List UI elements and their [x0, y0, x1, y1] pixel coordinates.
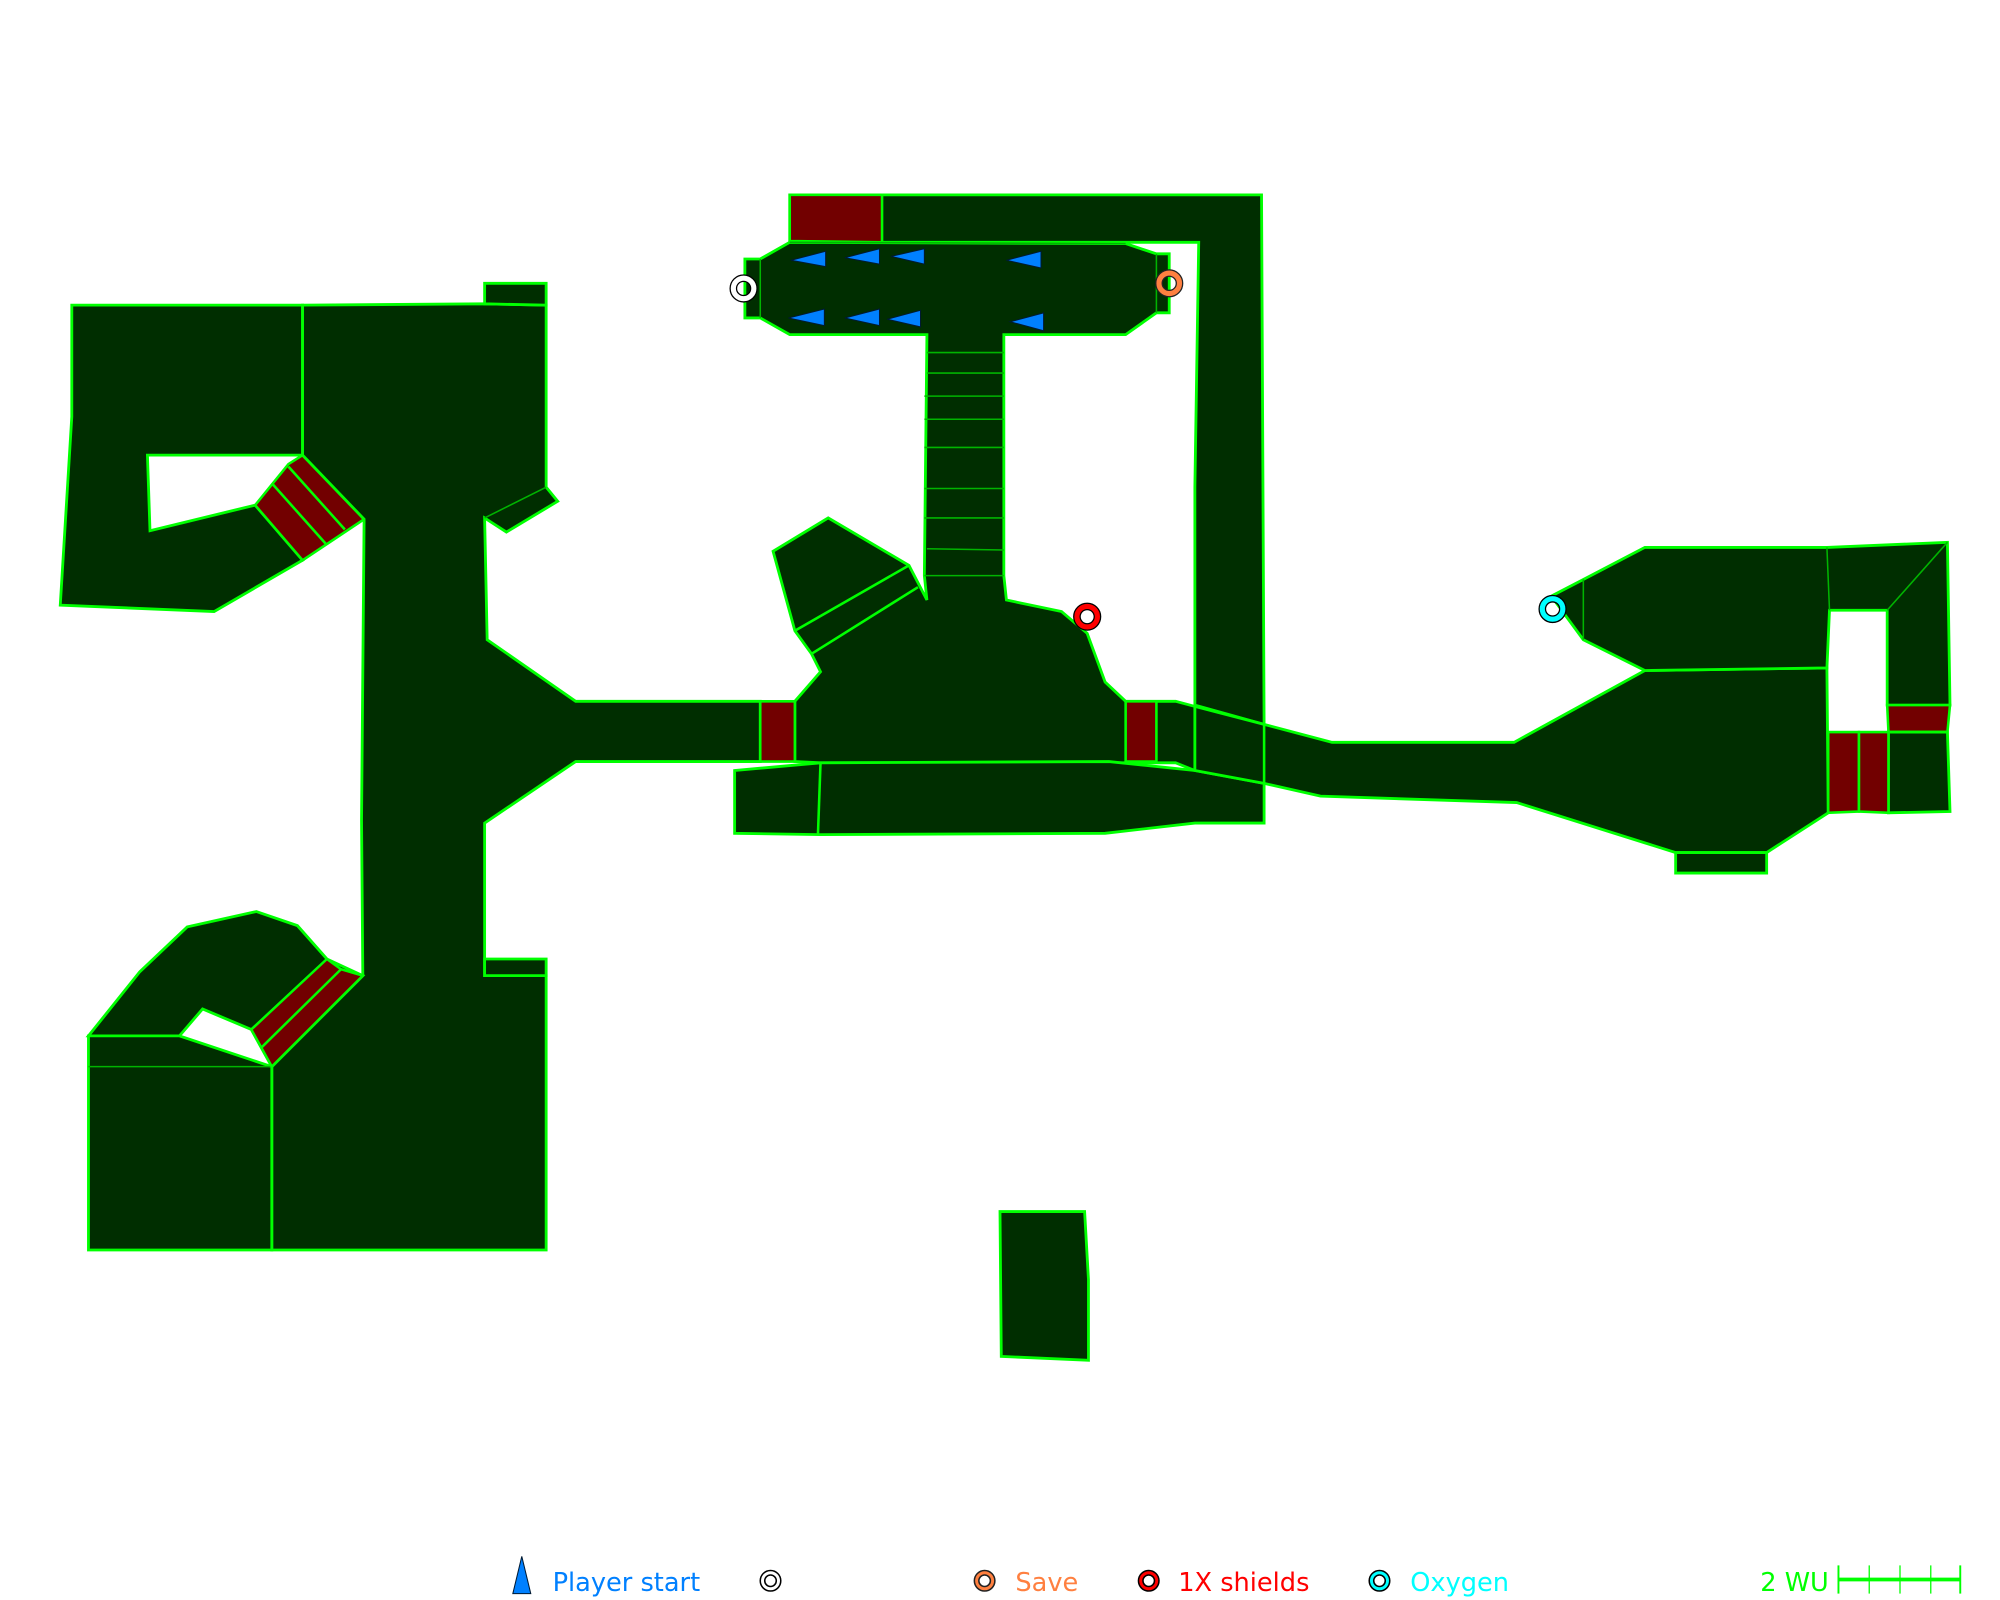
east-door — [1124, 700, 1158, 763]
player-start-icon — [1008, 312, 1045, 332]
central-complex — [733, 193, 1266, 1362]
scale-label: 2 WU — [1760, 1568, 1829, 1598]
south-tab — [483, 957, 548, 978]
left-complex — [58, 281, 762, 1252]
player-start-icon — [788, 308, 825, 327]
west-door — [758, 700, 797, 763]
north-tab — [483, 281, 548, 307]
player-start-icon — [890, 248, 925, 265]
west-hook-room — [58, 303, 305, 613]
east-box — [1887, 730, 1952, 815]
legend: Player start Save 1X shields Oxygen 2 WU — [512, 1556, 1962, 1598]
southwest-stripe-door — [249, 957, 366, 1069]
player-start-legend-icon — [512, 1556, 532, 1595]
central-column-room — [270, 302, 762, 1252]
east-bottom-tab — [1674, 851, 1769, 875]
east-corridor — [1193, 666, 1830, 854]
player-start-icon — [887, 309, 922, 328]
legend-save: Save — [1015, 1568, 1078, 1598]
lower-bar-room — [733, 760, 1266, 837]
east-door-top — [1885, 703, 1952, 734]
north-door — [788, 193, 884, 244]
stair-lines — [759, 241, 1158, 577]
east-door-b — [1857, 730, 1890, 815]
player-starts — [788, 248, 1045, 332]
player-start-icon — [844, 248, 880, 265]
east-door-a — [1826, 730, 1861, 815]
legend-player-start: Player start — [553, 1568, 701, 1598]
legend-oxygen: Oxygen — [1410, 1568, 1509, 1598]
player-start-icon — [790, 250, 827, 268]
east-complex — [1193, 540, 1952, 875]
scale-bar — [1837, 1565, 1962, 1594]
player-start-icon — [1006, 250, 1042, 269]
player-start-icon — [844, 308, 880, 327]
southwest-box-room — [87, 1034, 274, 1252]
lone-room — [998, 1210, 1090, 1362]
item-markers — [729, 269, 1567, 631]
legend-shields: 1X shields — [1178, 1568, 1309, 1598]
